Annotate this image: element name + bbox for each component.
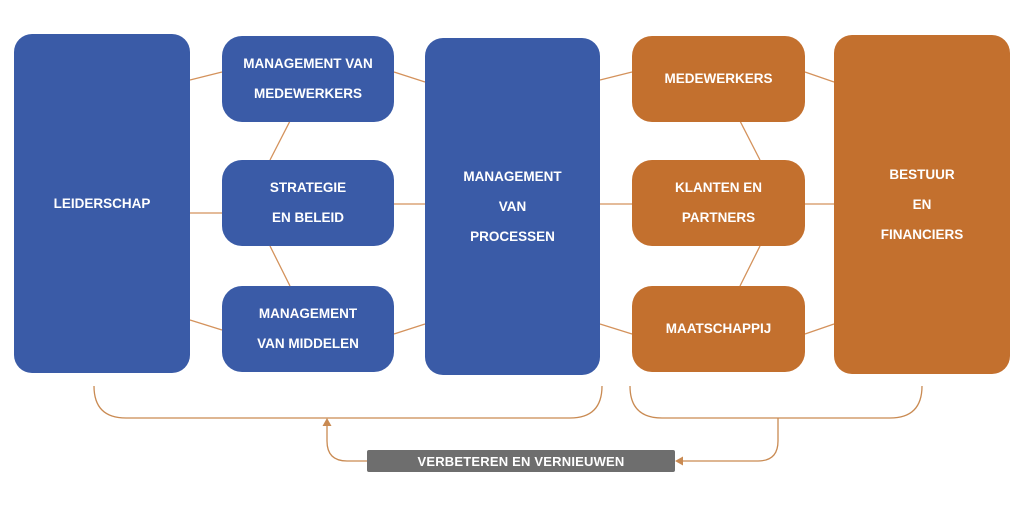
- klanten-en-partners-box: KLANTEN EN PARTNERS: [632, 160, 805, 246]
- box-label-line: MEDEWERKERS: [664, 71, 773, 86]
- arrowhead-left: [675, 456, 683, 466]
- connector-line: [739, 120, 761, 161]
- connector-line: [599, 71, 633, 81]
- box-label-line: MANAGEMENT: [258, 306, 358, 321]
- connector-line: [393, 323, 426, 335]
- connector-line: [804, 323, 835, 335]
- management-van-processen-box: MANAGEMENT VAN PROCESSEN: [425, 38, 600, 375]
- medewerkers-box: MEDEWERKERS: [632, 36, 805, 122]
- leiderschap-box: LEIDERSCHAP: [14, 34, 190, 373]
- connector-line: [804, 71, 835, 83]
- results-to-label-line: [682, 418, 779, 462]
- box-label-line: MANAGEMENT VAN: [243, 56, 373, 71]
- connector-line: [599, 323, 633, 335]
- connector-line: [189, 319, 223, 331]
- connector-line: [269, 120, 291, 161]
- arrowhead-up: [322, 418, 332, 426]
- strategie-en-beleid-box: STRATEGIE EN BELEID: [222, 160, 394, 246]
- box-label-line: EN: [912, 196, 932, 212]
- management-van-medewerkers-box: MANAGEMENT VAN MEDEWERKERS: [222, 36, 394, 122]
- box-label-line: VAN: [498, 198, 527, 214]
- box-label-line: STRATEGIE: [269, 180, 347, 195]
- bestuur-en-financiers-box: BESTUUR EN FINANCIERS: [834, 35, 1010, 374]
- box-label-line: VAN MIDDELEN: [257, 336, 359, 351]
- box-label-line: MEDEWERKERS: [253, 86, 362, 101]
- management-van-middelen-box: MANAGEMENT VAN MIDDELEN: [222, 286, 394, 372]
- box-label-line: MANAGEMENT: [463, 168, 562, 184]
- connector-line: [393, 71, 426, 83]
- feedback-arrow-line: [326, 424, 367, 462]
- box-label-line: PROCESSEN: [470, 228, 555, 244]
- connector-line: [269, 245, 291, 287]
- box-label-line: KLANTEN EN PARTNERS: [675, 180, 762, 225]
- results-bracket: [629, 385, 923, 419]
- verbeteren-en-vernieuwen-label: VERBETEREN EN VERNIEUWEN: [367, 450, 675, 472]
- box-label-line: MAATSCHAPPIJ: [665, 321, 772, 336]
- box-label-line: FINANCIERS: [880, 226, 964, 242]
- box-label-line: EN BELEID: [271, 210, 344, 225]
- connector-line: [189, 71, 223, 81]
- connector-line: [739, 245, 761, 287]
- enablers-bracket: [93, 385, 603, 419]
- box-label-line: LEIDERSCHAP: [53, 195, 151, 211]
- maatschappij-box: MAATSCHAPPIJ: [632, 286, 805, 372]
- box-label-line: BESTUUR: [889, 166, 955, 182]
